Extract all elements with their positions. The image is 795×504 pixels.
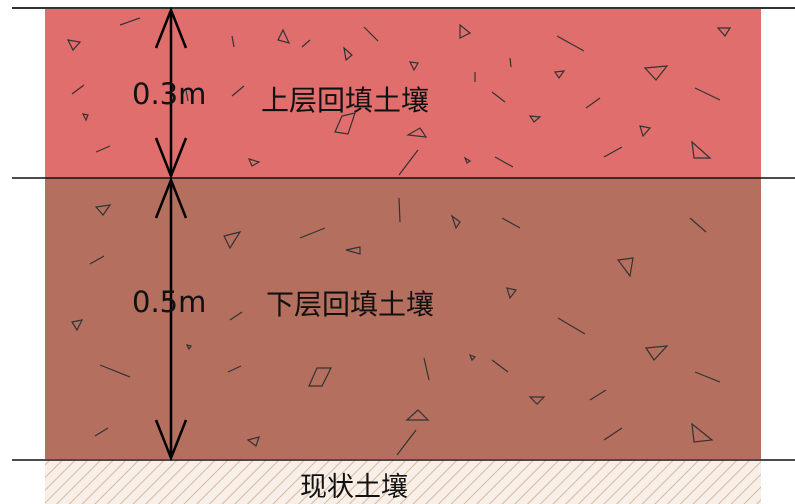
- upper-backfill-layer: [45, 9, 761, 178]
- lower-backfill-layer: [45, 178, 761, 459]
- upper-dimension-arrow: [154, 6, 188, 180]
- existing-soil-hatch: [45, 460, 761, 504]
- existing-soil-label: 现状土壤: [300, 472, 408, 503]
- lower-layer-aggregate-marks: [71, 197, 721, 456]
- lower-dimension-arrow: [154, 176, 188, 462]
- upper-layer-name: 上层回填土壤: [261, 84, 429, 117]
- lower-thickness-label: 0.5m: [132, 285, 206, 319]
- upper-thickness-label: 0.3m: [132, 77, 206, 111]
- lower-layer-name: 下层回填土壤: [266, 288, 434, 321]
- upper-layer-aggregate-marks: [66, 17, 732, 176]
